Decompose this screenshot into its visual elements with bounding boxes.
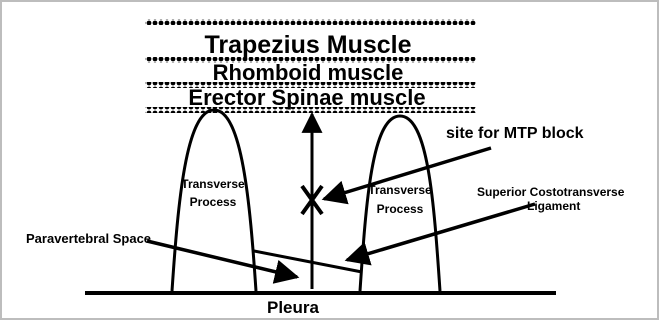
sctl-label-line2: Ligament <box>527 199 580 213</box>
transverse-left-line2: Process <box>190 195 237 209</box>
dotted-line-top <box>145 19 476 25</box>
transverse-right-line1: Transverse <box>368 183 432 197</box>
paravertebral-label: Paravertebral Space <box>26 231 151 246</box>
ligament-pointer-arrow <box>347 204 535 260</box>
erector-spinae-label: Erector Spinae muscle <box>188 85 425 110</box>
trapezius-label: Trapezius Muscle <box>204 31 411 59</box>
transverse-left-line1: Transverse <box>181 177 245 191</box>
site-label: site for MTP block <box>446 125 584 142</box>
transverse-right-line2: Process <box>377 202 424 216</box>
pleura-label: Pleura <box>267 298 320 317</box>
sctl-label-line1: Superior Costotransverse <box>477 185 625 199</box>
rhomboid-label: Rhomboid muscle <box>213 60 404 85</box>
paravertebral-pointer-arrow <box>147 241 297 277</box>
